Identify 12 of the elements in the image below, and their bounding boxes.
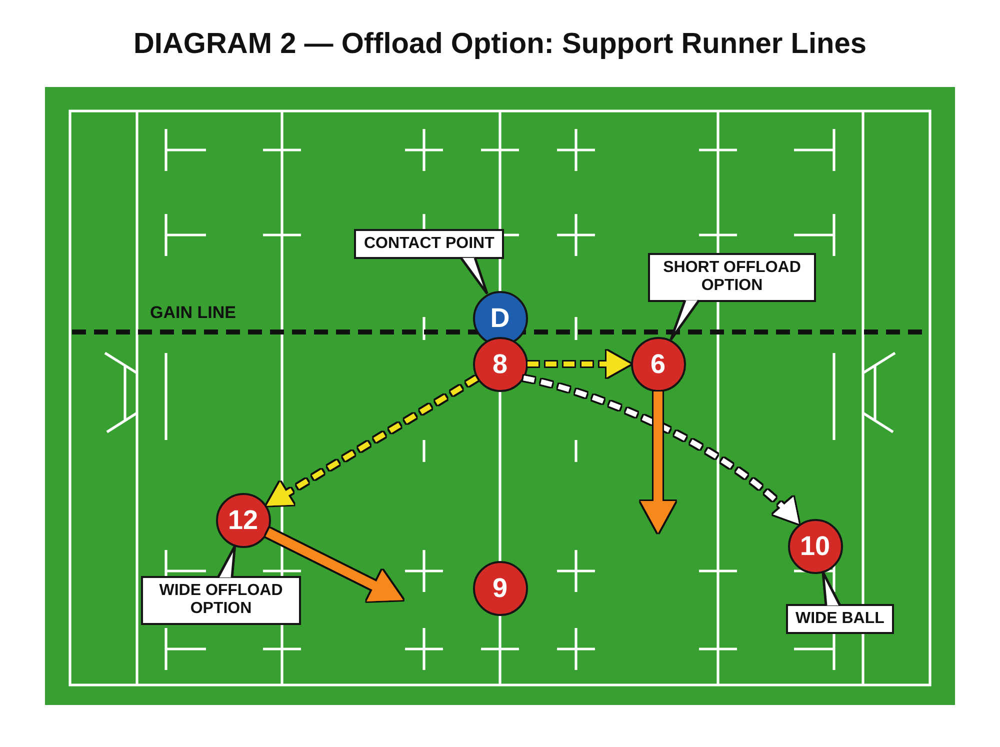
dashed-arrow (265, 376, 478, 508)
callout-label: WIDE OFFLOAD OPTION (141, 576, 301, 625)
dashed-arrow (528, 350, 630, 378)
diagram-title: DIAGRAM 2 — Offload Option: Support Runner Lines (134, 28, 866, 62)
thick-arrow (266, 528, 404, 602)
gain-line-label: GAIN LINE (150, 304, 236, 323)
curved-dashed-arrow (523, 376, 801, 526)
callout-pointer (670, 299, 700, 341)
thick-arrow (640, 392, 676, 533)
callout-pointer (460, 256, 488, 295)
callout-pointer (822, 571, 842, 607)
callout-pointer (216, 544, 236, 579)
